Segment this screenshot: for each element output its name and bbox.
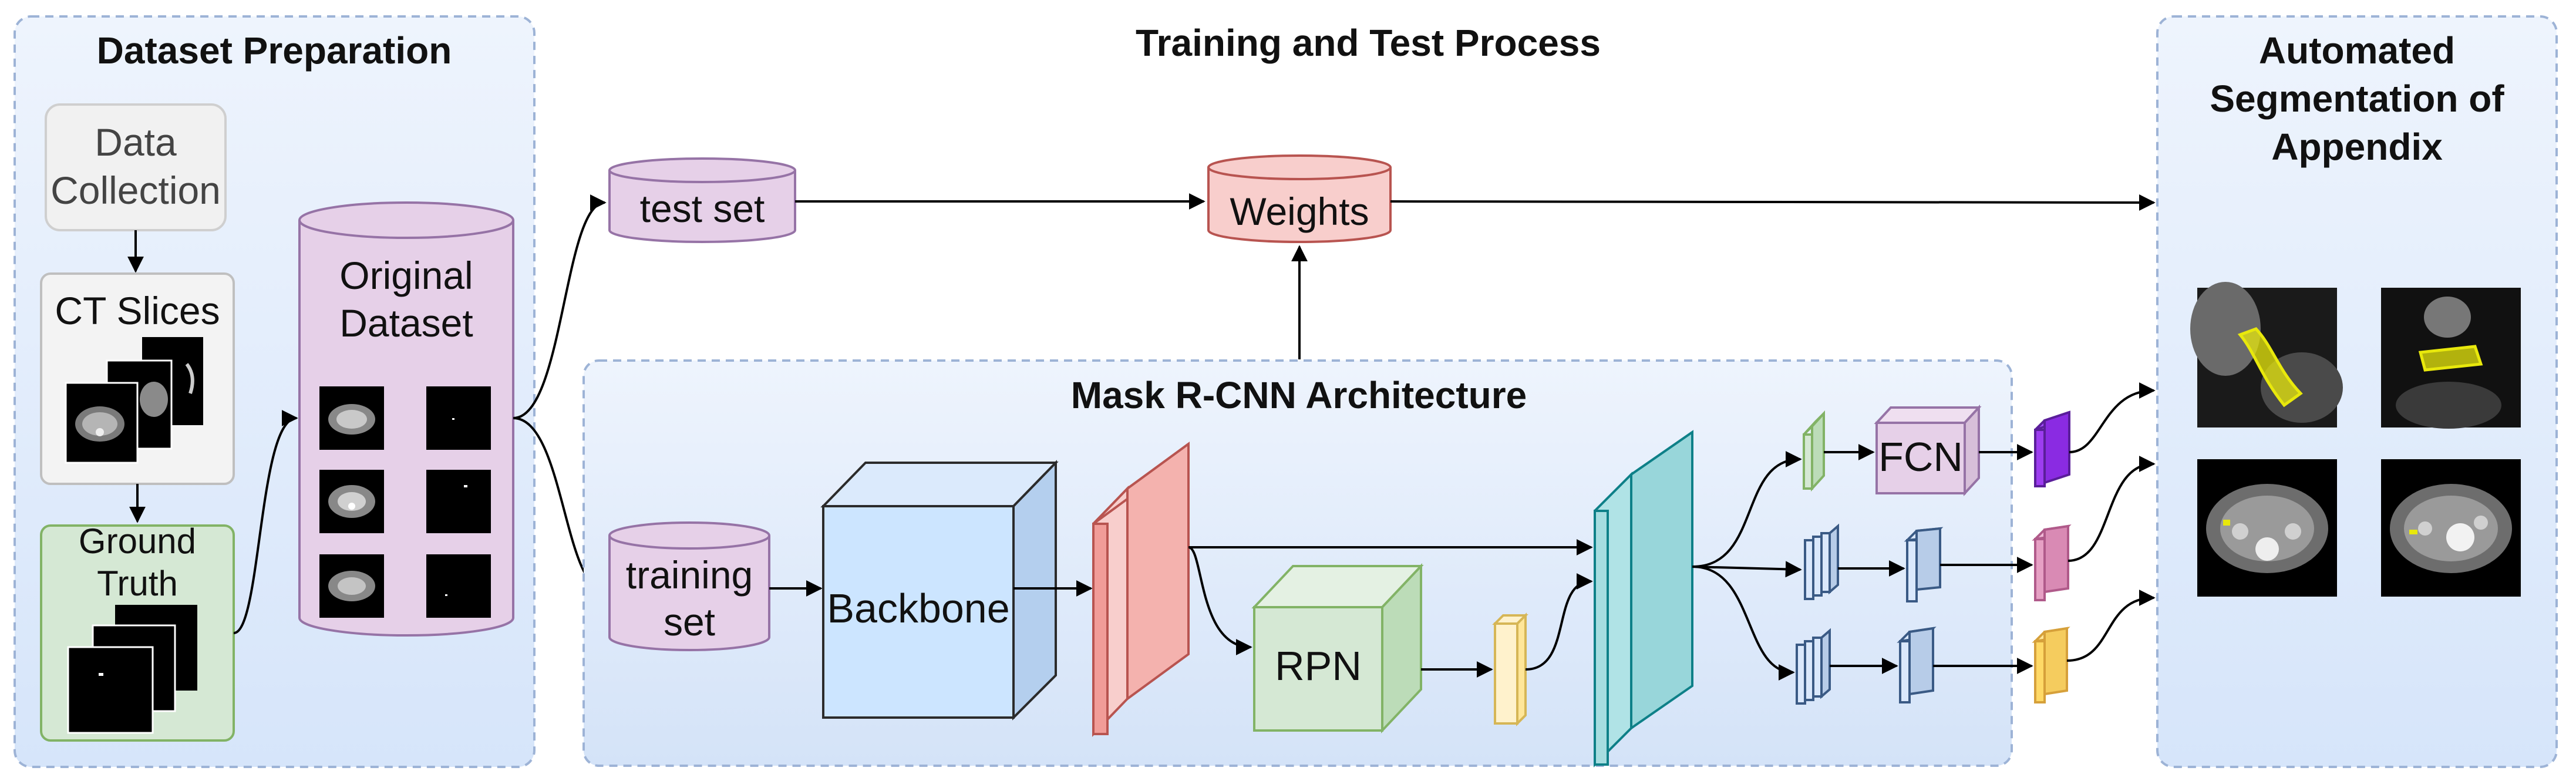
data-collection-label-1: Data [95,120,177,164]
box-output [2032,627,2070,703]
training-set-label-1: training [626,553,753,597]
backbone-label: Backbone [827,585,1009,631]
result-image-ct-1 [2197,459,2337,597]
ct-slice-stack [65,337,203,464]
test-set-cylinder: test set [608,157,796,243]
fcn-block: FCN [1874,404,1982,497]
test-set-label: test set [640,187,765,230]
dataset-preparation-title: Dataset Preparation [97,29,452,72]
ct-slices-box: CT Slices [40,272,235,485]
roi-align-slab [1594,430,1693,767]
original-dataset-label-2: Dataset [339,301,473,345]
box-head-features [1796,628,1831,705]
ground-truth-label-1: Ground [79,521,196,561]
backbone-block: Backbone [820,460,1059,721]
weights-label: Weights [1230,190,1369,233]
ground-truth-box: Ground Truth [40,521,235,742]
mask-rcnn-title: Mask R-CNN Architecture [1071,374,1527,416]
ground-truth-label-2: Truth [97,564,178,603]
dataset-preparation-panel: Dataset Preparation Data Collection CT S… [14,15,536,768]
training-test-title: Training and Test Process [1136,22,1601,64]
result-image-ct-2 [2381,459,2521,597]
segmentation-title-3: Appendix [2271,126,2443,168]
result-image-zoom-2 [2381,288,2521,429]
result-image-zoom-1 [2190,282,2343,427]
data-collection-label-2: Collection [50,169,221,212]
feature-map-slab [1092,442,1190,737]
original-dataset-cylinder: Original Dataset [298,201,514,637]
class-output [2032,524,2072,601]
segmentation-title-2: Segmentation of [2210,78,2504,120]
fcn-label: FCN [1878,434,1963,480]
segmentation-title-1: Automated [2259,29,2455,72]
ct-slices-label: CT Slices [55,289,220,332]
training-set-cylinder: training set [608,521,770,651]
weights-cylinder: Weights [1207,154,1392,243]
box-head-fc [1897,627,1937,703]
ground-truth-mask-stack [67,605,197,734]
rpn-label: RPN [1275,643,1362,689]
proposal-slab [1492,612,1528,726]
data-collection-box: Data Collection [45,103,227,231]
segmentation-panel: Automated Segmentation of Appendix [2156,15,2558,768]
dataset-thumbnails [319,386,491,618]
mask-head-feature [1803,410,1825,492]
training-set-label-2: set [664,600,715,644]
class-head-features [1804,523,1839,600]
rpn-block: RPN [1251,563,1424,734]
original-dataset-label-1: Original [339,254,473,297]
class-head-fc [1904,527,1944,602]
mask-output [2034,410,2070,487]
